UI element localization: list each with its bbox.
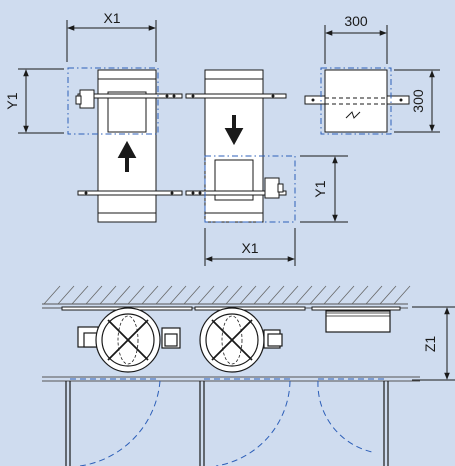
- unit-c-envelope: [320, 67, 392, 135]
- unit-a-opening: [107, 91, 147, 133]
- fan-unit-2: [199, 307, 283, 373]
- fan-unit-1: [77, 307, 181, 373]
- dimension-top-y1: [18, 68, 64, 134]
- unit-b-rail-top: [185, 93, 287, 99]
- mid-y1-label: Y1: [312, 180, 328, 197]
- unit-b-actuator: [264, 177, 280, 199]
- z1-label: Z1: [422, 336, 438, 353]
- unit-a-actuator: [79, 89, 95, 109]
- hatch-line: [225, 285, 243, 305]
- unit-c-break-symbol: [345, 111, 361, 119]
- hatch-line: [309, 285, 327, 305]
- dimension-300-width: [324, 25, 388, 64]
- hatch-line: [267, 285, 285, 305]
- door-swings: [70, 378, 384, 466]
- hatch-line: [197, 285, 215, 305]
- airflow-down-arrow-icon: [224, 115, 244, 146]
- hatch-line: [239, 285, 257, 305]
- hatch-line: [281, 285, 299, 305]
- hatch-line: [211, 285, 229, 305]
- dimension-mid-x1: [204, 228, 296, 266]
- top-x1-label: X1: [103, 10, 120, 26]
- hatch-line: [351, 285, 369, 305]
- unit-a-rail-bottom: [77, 190, 183, 196]
- hatch-line: [113, 285, 131, 305]
- unit-a-envelope: [67, 67, 159, 135]
- top-300-width-label: 300: [344, 13, 368, 29]
- unit-c-body: [324, 69, 388, 133]
- dimension-z1: [412, 306, 455, 381]
- unit-b-top-view: [185, 69, 296, 223]
- top-300-height-label: 300: [410, 89, 426, 113]
- hatch-line: [365, 285, 383, 305]
- lower-ceiling: [42, 376, 420, 382]
- dimension-top-x1: [66, 20, 157, 62]
- unit-b-envelope: [204, 155, 296, 223]
- end-box: [325, 310, 391, 333]
- hatch-line: [43, 285, 61, 305]
- hatch-line: [85, 285, 103, 305]
- unit-a-top-view: [67, 67, 183, 223]
- door-frames: [65, 381, 389, 466]
- top-y1-label: Y1: [4, 92, 20, 109]
- hatch-line: [141, 285, 159, 305]
- hatch-line: [253, 285, 271, 305]
- hatch-line: [393, 285, 411, 305]
- hatch-line: [323, 285, 341, 305]
- hatch-line: [295, 285, 313, 305]
- hatch-line: [155, 285, 173, 305]
- mid-x1-label: X1: [241, 240, 258, 256]
- hatch-line: [99, 285, 117, 305]
- hatch-line: [57, 285, 75, 305]
- dimension-300-height: [394, 69, 440, 133]
- hatch-line: [337, 285, 355, 305]
- unit-b-rail-bottom: [185, 190, 287, 196]
- hatch-line: [169, 285, 187, 305]
- hatch-line: [379, 285, 397, 305]
- hatch-line: [71, 285, 89, 305]
- unit-c-end-view: [304, 67, 410, 135]
- hatch-line: [183, 285, 201, 305]
- hatch-line: [127, 285, 145, 305]
- ceiling-hatch-lines: [43, 285, 411, 305]
- airflow-up-arrow-icon: [117, 140, 137, 172]
- dimension-mid-y1: [300, 155, 348, 223]
